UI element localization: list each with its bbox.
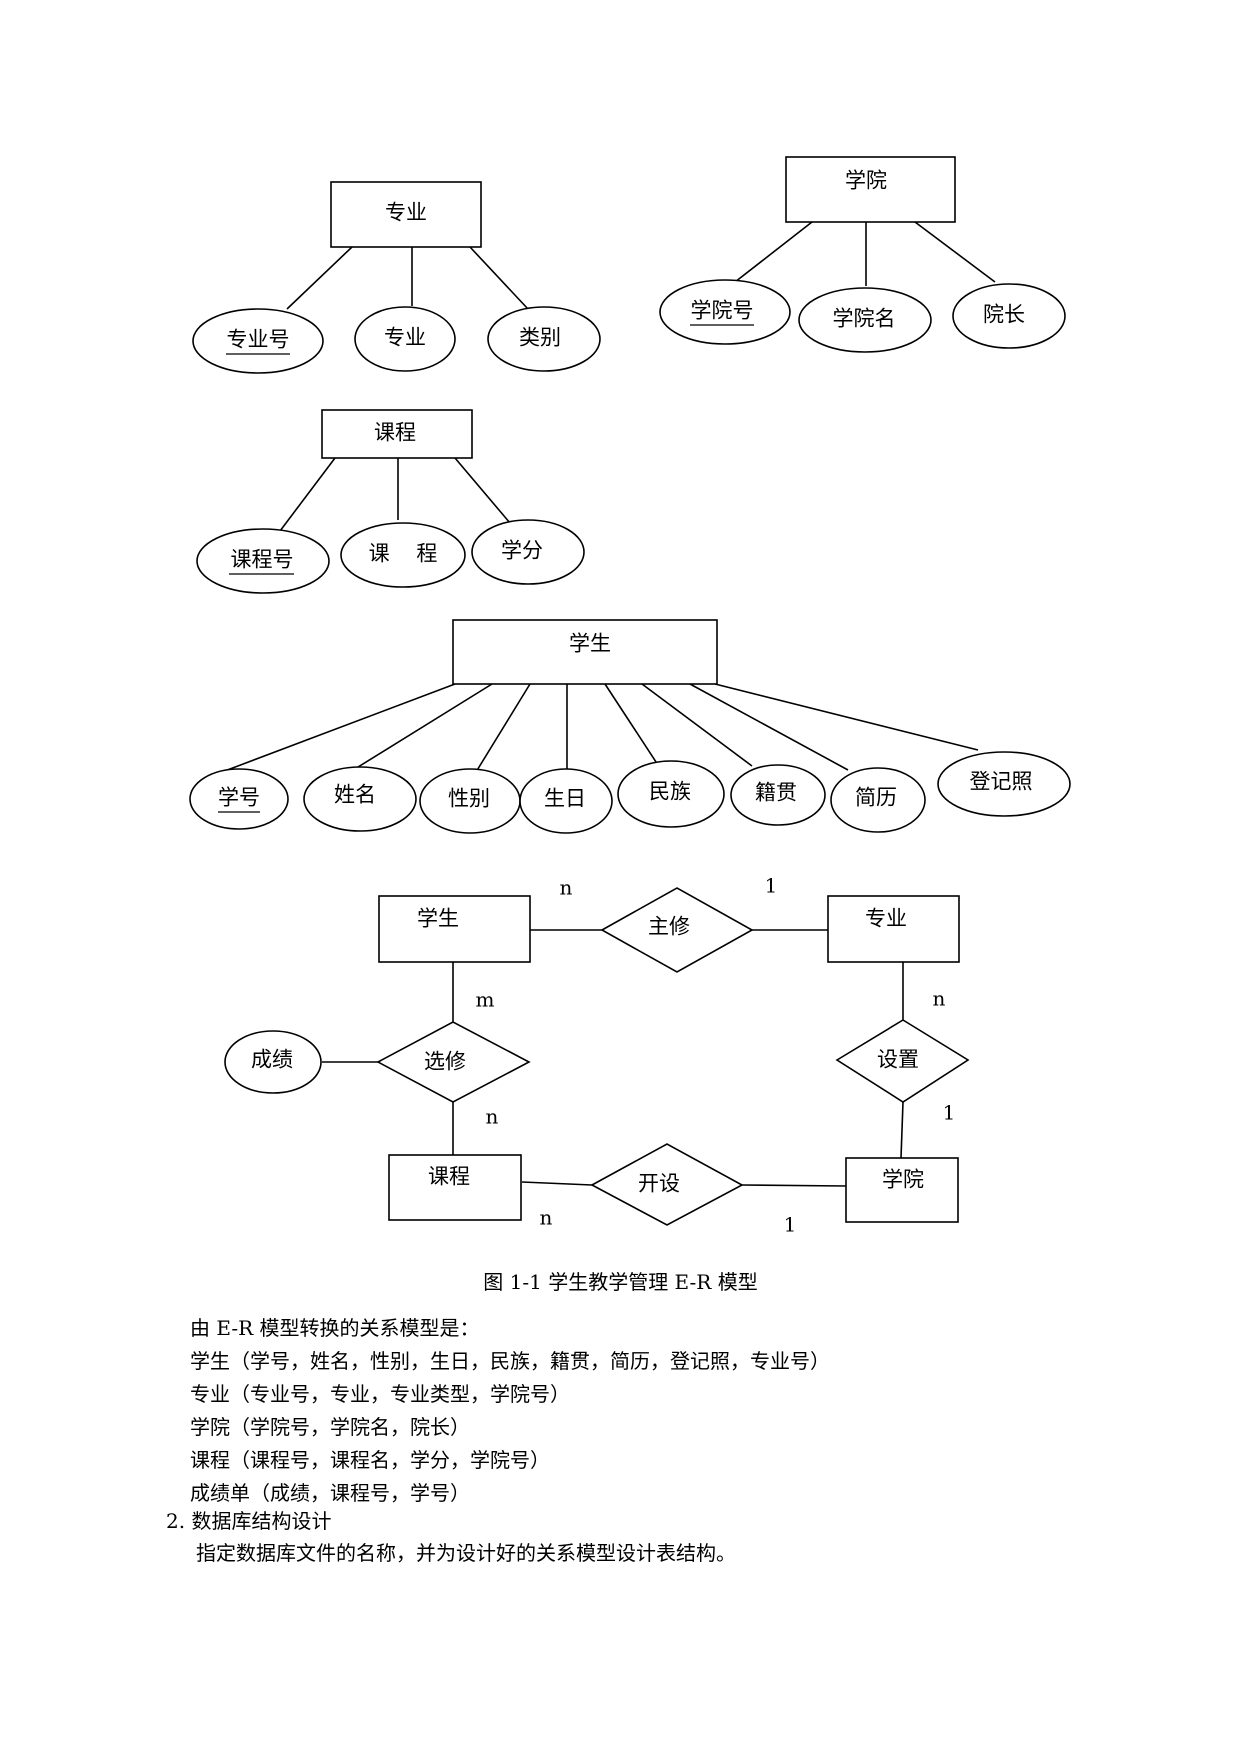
- origin-attr: [730, 764, 826, 826]
- er-college-entity: [845, 1157, 959, 1223]
- enroll-relationship-label: 选修: [424, 1050, 466, 1074]
- student-entity-group: 学生 学号 姓名 性别 生日 民族 籍贯 简历 登记照: [189, 619, 1071, 834]
- section-title: 数据库结构设计: [191, 1509, 332, 1533]
- er-course-entity-label: 课程: [428, 1165, 470, 1189]
- setup-card-major: n: [933, 987, 946, 1011]
- course-name-attr-label: 课 程: [369, 542, 438, 566]
- major-in-relationship: [600, 887, 754, 973]
- photo-attr: [937, 751, 1071, 817]
- setup-card-college: 1: [943, 1101, 956, 1125]
- enroll-card-course: n: [486, 1105, 499, 1129]
- college-name-attr-label: 学院名: [833, 307, 896, 331]
- setup-relationship-label: 设置: [877, 1048, 919, 1072]
- college-no-attr: [659, 279, 791, 345]
- major-entity-label: 专业: [385, 201, 427, 225]
- relation-major: 专业（专业号，专业，专业类型，学院号）: [190, 1382, 570, 1406]
- course-no-attr: [196, 528, 330, 594]
- er-major-entity-label: 专业: [865, 907, 907, 931]
- relational-intro: 由 E-R 模型转换的关系模型是：: [190, 1316, 480, 1340]
- resume-attr: [830, 767, 926, 833]
- credit-attr: [471, 519, 585, 585]
- setup-relationship: [835, 1019, 970, 1103]
- major-name-attr: [354, 306, 456, 372]
- er-student-entity-label: 学生: [417, 907, 459, 931]
- offer-relationship-label: 开设: [638, 1172, 680, 1196]
- college-name-attr: [798, 287, 932, 353]
- dean-attr: [952, 283, 1066, 349]
- major-entity: [330, 181, 482, 248]
- major-category-attr-label: 类别: [519, 326, 561, 350]
- grade-attr-label: 成绩: [251, 1048, 293, 1072]
- major-name-attr-label: 专业: [384, 326, 426, 350]
- resume-attr-label: 简历: [855, 786, 897, 810]
- er-student-entity: [378, 895, 531, 963]
- relation-grade: 成绩单（成绩，课程号，学号）: [190, 1481, 470, 1505]
- offer-relationship: [590, 1143, 744, 1226]
- er-relationship-diagram: 学生 专业 课程 学院 主修 选修 设置 开设 成绩 n 1 m n n 1 n…: [224, 874, 970, 1237]
- course-entity-group: 课程 课程号 课 程 学分: [196, 409, 585, 594]
- er-course-entity: [388, 1154, 522, 1221]
- er-diagram: 专业 专业号 专业 类别 学院 学院号 学院名 院长 课程 课程号 课 程: [189, 156, 1071, 1237]
- name-attr-label: 姓名: [334, 783, 376, 807]
- student-no-attr-label: 学号: [218, 786, 260, 810]
- major-category-attr: [487, 306, 601, 372]
- course-entity: [321, 409, 473, 459]
- college-entity-group: 学院 学院号 学院名 院长: [659, 156, 1066, 353]
- credit-attr-label: 学分: [501, 539, 543, 563]
- ethnicity-attr: [617, 760, 725, 828]
- ethnicity-attr-label: 民族: [649, 780, 691, 804]
- section-heading: 2. 数据库结构设计: [166, 1506, 331, 1536]
- college-entity-label: 学院: [845, 169, 887, 193]
- enroll-card-student: m: [476, 988, 495, 1012]
- relational-model-text: 由 E-R 模型转换的关系模型是： 学生（学号，姓名，性别，生日，民族，籍贯，简…: [190, 1312, 830, 1510]
- offer-card-college: 1: [784, 1213, 797, 1237]
- major-no-attr: [192, 308, 324, 374]
- dean-attr-label: 院长: [983, 303, 1025, 327]
- gender-attr-label: 性别: [448, 787, 490, 811]
- origin-attr-label: 籍贯: [755, 781, 797, 805]
- course-entity-label: 课程: [374, 421, 416, 445]
- major-entity-group: 专业 专业号 专业 类别: [192, 181, 601, 374]
- relation-college: 学院（学院号，学院名，院长）: [190, 1415, 470, 1439]
- section-description: 指定数据库文件的名称，并为设计好的关系模型设计表结构。: [196, 1541, 736, 1565]
- birthday-attr: [519, 768, 613, 834]
- major-in-relationship-label: 主修: [648, 915, 690, 939]
- grade-attr: [224, 1030, 322, 1094]
- relation-course: 课程（课程号，课程名，学分，学院号）: [190, 1448, 550, 1472]
- student-entity: [452, 619, 718, 685]
- section-number: 2.: [166, 1509, 186, 1533]
- relation-student: 学生（学号，姓名，性别，生日，民族，籍贯，简历，登记照，专业号）: [190, 1349, 830, 1373]
- er-college-entity-label: 学院: [882, 1168, 924, 1192]
- student-entity-label: 学生: [569, 632, 611, 656]
- figure-caption: 图 1-1 学生教学管理 E-R 模型: [483, 1270, 758, 1294]
- enroll-relationship: [376, 1021, 531, 1103]
- student-no-attr: [189, 768, 289, 830]
- course-name-attr: [340, 522, 466, 588]
- photo-attr-label: 登记照: [970, 770, 1033, 794]
- college-entity: [785, 156, 956, 223]
- er-major-entity: [827, 895, 960, 963]
- course-no-attr-label: 课程号: [231, 548, 294, 572]
- major-in-card-student: n: [560, 876, 573, 900]
- major-in-card-major: 1: [765, 874, 778, 898]
- major-no-attr-label: 专业号: [227, 328, 290, 352]
- offer-card-course: n: [540, 1206, 553, 1230]
- college-no-attr-label: 学院号: [691, 299, 754, 323]
- name-attr: [303, 766, 417, 832]
- birthday-attr-label: 生日: [544, 787, 586, 811]
